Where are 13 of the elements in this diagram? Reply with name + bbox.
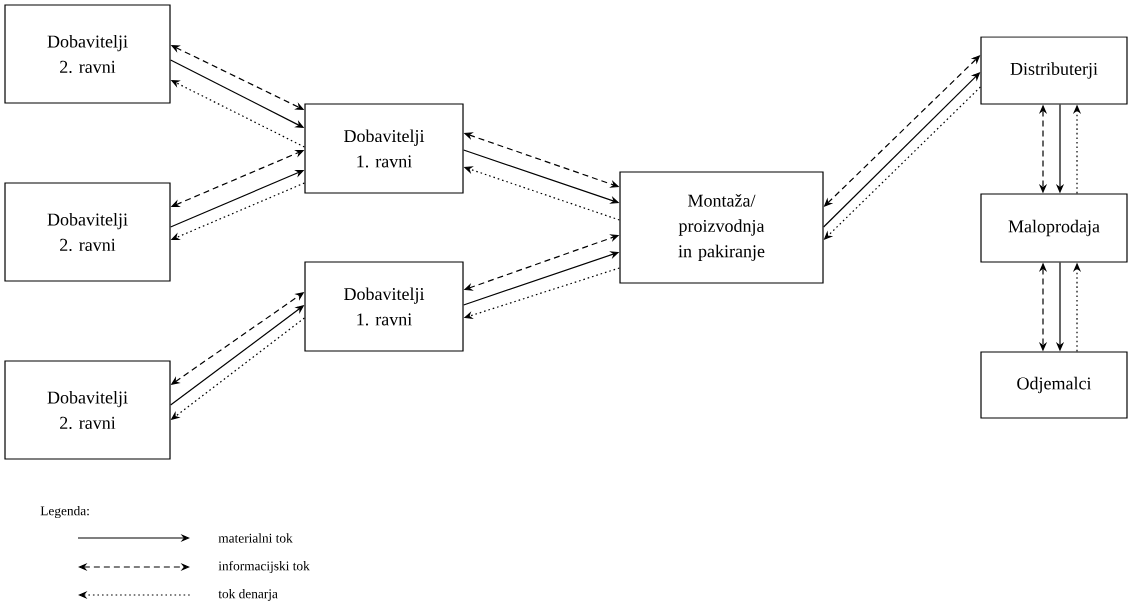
process-box: Dobavitelji 1. ravni [304, 103, 464, 194]
legend-text: tok denarja [218, 588, 278, 602]
legend-title: Legenda: [40, 505, 89, 519]
legend-text: materialni tok [218, 533, 293, 543]
process-box: Dobavitelji 1. ravni [304, 261, 464, 352]
process-box: Montaža/ proizvodnja in pakiranje [619, 171, 824, 284]
process-box: Dobavitelji 2. ravni [4, 360, 171, 460]
process-box: Distributerji [980, 36, 1128, 105]
legend-text: informacijski tok [218, 560, 310, 574]
process-box: Odjemalci [980, 351, 1128, 419]
process-box: Dobavitelji 2. ravni [4, 182, 171, 282]
process-box: Maloprodaja [980, 193, 1128, 263]
process-box: Dobavitelji 2. ravni [4, 4, 171, 104]
